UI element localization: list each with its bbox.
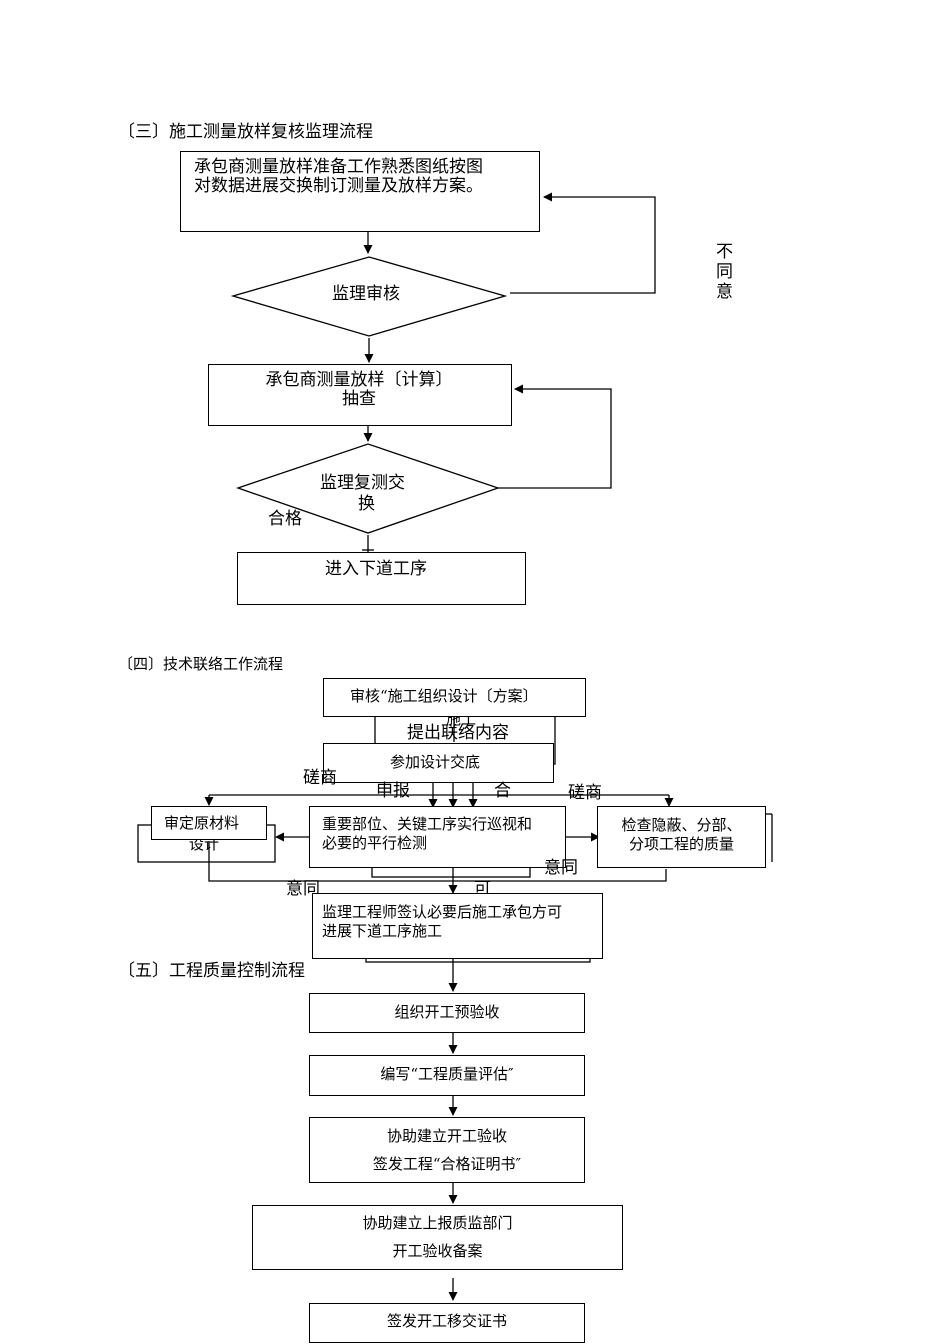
section4-heading: 〔四〕技术联络工作流程 — [118, 655, 284, 673]
quality-eval-label: 编写“工程质量评估″ — [380, 1065, 514, 1083]
survey-box: 承包商测量放样〔计算〕 抽查 — [208, 364, 512, 426]
report-filing-line2: 开工验收备案 — [392, 1242, 483, 1260]
pass-label: 合格 — [268, 509, 302, 529]
agree-left-label: 意同 — [286, 879, 320, 899]
handover-label: 签发开工移交证书 — [386, 1312, 507, 1330]
engineer-sign-line1: 监理工程师签认必要后施工承包方可 — [322, 903, 563, 921]
review-diamond-label: 监理审核 — [332, 284, 400, 304]
report-label: 申报 — [376, 781, 410, 801]
prepare-box-line2: 对数据进展交换制订测量及放样方案。 — [194, 176, 483, 196]
assist-acceptance-line2: 签发工程“合格证明书″ — [372, 1155, 522, 1173]
liaison-content-label: 提出联络内容 — [407, 723, 509, 743]
disagree-char-1: 不 — [716, 242, 733, 262]
approve-materials-label: 审定原材料 — [164, 814, 240, 832]
section5-heading: 〔五〕工程质量控制流程 — [118, 961, 305, 981]
pre-acceptance-label: 组织开工预验收 — [394, 1003, 500, 1021]
key-parts-line1: 重要部位、关键工序实行巡视和 — [322, 815, 533, 833]
pre-acceptance-box: 组织开工预验收 — [309, 993, 585, 1033]
check-hidden-box: 检查隐蔽、分部、 分项工程的质量 — [597, 806, 766, 868]
prepare-box-line1: 承包商测量放样准备工作熟悉图纸按图 — [194, 157, 483, 177]
survey-box-line1: 承包商测量放样〔计算〕 — [265, 370, 453, 390]
survey-box-line2: 抽查 — [342, 389, 376, 409]
next-step-box: 进入下道工序 — [237, 552, 526, 605]
consult-right-label: 磋商 — [568, 783, 602, 803]
review-design-box: 审核“施工组织设计〔方案〕 — [323, 678, 586, 717]
report-filing-box: 协助建立上报质监部门 开工验收备案 — [252, 1205, 623, 1270]
review-diamond-shape — [230, 256, 508, 337]
check-hidden-line2: 分项工程的质量 — [628, 835, 734, 853]
engineer-sign-box: 监理工程师签认必要后施工承包方可 进展下道工序施工 — [312, 893, 603, 959]
section3-heading: 〔三〕施工测量放样复核监理流程 — [118, 122, 373, 142]
assist-acceptance-line1: 协助建立开工验收 — [386, 1127, 507, 1145]
handover-box: 签发开工移交证书 — [309, 1303, 585, 1343]
recheck-diamond-line2: 换 — [358, 494, 375, 514]
recheck-diamond-line1: 监理复测交 — [320, 473, 405, 493]
disagree-char-2: 同 — [716, 262, 733, 282]
he-label: 合 — [494, 781, 511, 801]
join-design-label: 参加设计交底 — [390, 753, 481, 771]
consult-left-label: 磋商 — [303, 768, 337, 788]
assist-acceptance-box: 协助建立开工验收 签发工程“合格证明书″ — [309, 1117, 585, 1183]
key-parts-box: 重要部位、关键工序实行巡视和 必要的平行检测 — [309, 806, 566, 868]
disagree-char-3: 意 — [716, 282, 733, 302]
approve-materials-box: 审定原材料 — [151, 806, 267, 840]
next-step-label: 进入下道工序 — [325, 559, 427, 579]
prepare-box: 承包商测量放样准备工作熟悉图纸按图 对数据进展交换制订测量及放样方案。 — [180, 151, 540, 232]
check-hidden-line1: 检查隐蔽、分部、 — [621, 816, 742, 834]
review-design-label: 审核“施工组织设计〔方案〕 — [350, 687, 538, 705]
quality-eval-box: 编写“工程质量评估″ — [309, 1055, 585, 1096]
join-design-box: 参加设计交底 — [323, 743, 554, 783]
report-filing-line1: 协助建立上报质监部门 — [362, 1214, 513, 1232]
agree-right-label: 意同 — [544, 858, 578, 878]
key-parts-line2: 必要的平行检测 — [322, 834, 428, 852]
engineer-sign-line2: 进展下道工序施工 — [322, 922, 443, 940]
